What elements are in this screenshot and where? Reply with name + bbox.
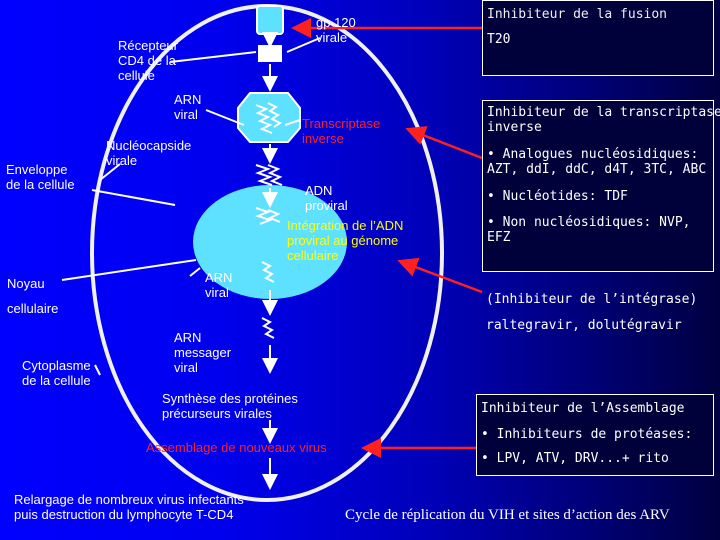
virus-particle — [256, 5, 284, 35]
fusion-inhibitor-box: Inhibiteur de la fusion T20 — [482, 0, 714, 76]
gp120-label: gp 120 virale — [316, 15, 356, 45]
assembly-pi-item: • Inhibiteurs de protéases: — [481, 427, 693, 442]
rt-ntrti-item: • Nucléotides: TDF — [487, 189, 628, 204]
synthese-label: Synthèse des protéines précurseurs viral… — [162, 391, 298, 421]
integration-label: Intégration de l’ADN proviral au génome … — [287, 218, 404, 263]
cytoplasme-label: Cytoplasme de la cellule — [22, 358, 91, 388]
assembly-drugs-item: • LPV, ATV, DRV...+ rito — [481, 451, 669, 466]
rna-squiggle-rt-2 — [255, 207, 273, 225]
rna-squiggle-mrna — [261, 317, 275, 339]
arn-viral-label-2: ARN viral — [205, 270, 233, 300]
rt-nrti-item: • Analogues nucléosidiques: AZT, ddI, dd… — [487, 147, 707, 177]
assembly-inhibitor-box: Inhibiteur de l’Assemblage • Inhibiteurs… — [476, 394, 714, 476]
arn-viral-label-1: ARN viral — [174, 92, 202, 122]
adn-proviral-label: ADN proviral — [305, 183, 348, 213]
cd4-receptor — [258, 45, 282, 62]
fusion-inhibitor-title: Inhibiteur de la fusion — [487, 7, 668, 22]
enveloppe-label: Enveloppe de la cellule — [6, 162, 75, 192]
assemblage-label: Assemblage de nouveaux virus — [146, 440, 327, 455]
footer-title: Cycle de réplication du VIH et sites d’a… — [345, 507, 670, 523]
nucleus — [193, 185, 347, 299]
rt-nnrti-item: • Non nucléosidiques: NVP, EFZ — [487, 215, 691, 245]
rt-inhibitor-box: Inhibiteur de la transcriptase inverse •… — [482, 100, 720, 272]
noyau-label: Noyau — [7, 276, 45, 291]
integrase-inhibitor-drugs: raltegravir, dolutégravir — [486, 318, 682, 333]
cellulaire-label: cellulaire — [7, 301, 59, 316]
rna-squiggle-nucleus — [261, 261, 275, 283]
rna-squiggle-rt-1 — [255, 164, 273, 186]
arn-messager-label: ARN messager viral — [174, 330, 232, 375]
integrase-inhibitor-title: (Inhibiteur de l’intégrase) — [486, 292, 698, 307]
nucleocapside-label: Nucléocapside virale — [106, 138, 192, 168]
arrow-integrase — [397, 257, 483, 294]
relargage-label: Relargage de nombreux virus infectants p… — [14, 492, 244, 522]
rna-squiggle-capsid — [255, 104, 273, 134]
recepteur-label: Récepteur CD4 de la cellule — [118, 38, 178, 83]
arrow-rt — [405, 126, 483, 160]
rt-inhibitor-title: Inhibiteur de la transcriptase inverse — [487, 105, 720, 135]
fusion-inhibitor-drug: T20 — [487, 32, 511, 47]
transcriptase-label: Transcriptase inverse — [302, 116, 381, 146]
assembly-inhibitor-title: Inhibiteur de l’Assemblage — [481, 401, 685, 416]
